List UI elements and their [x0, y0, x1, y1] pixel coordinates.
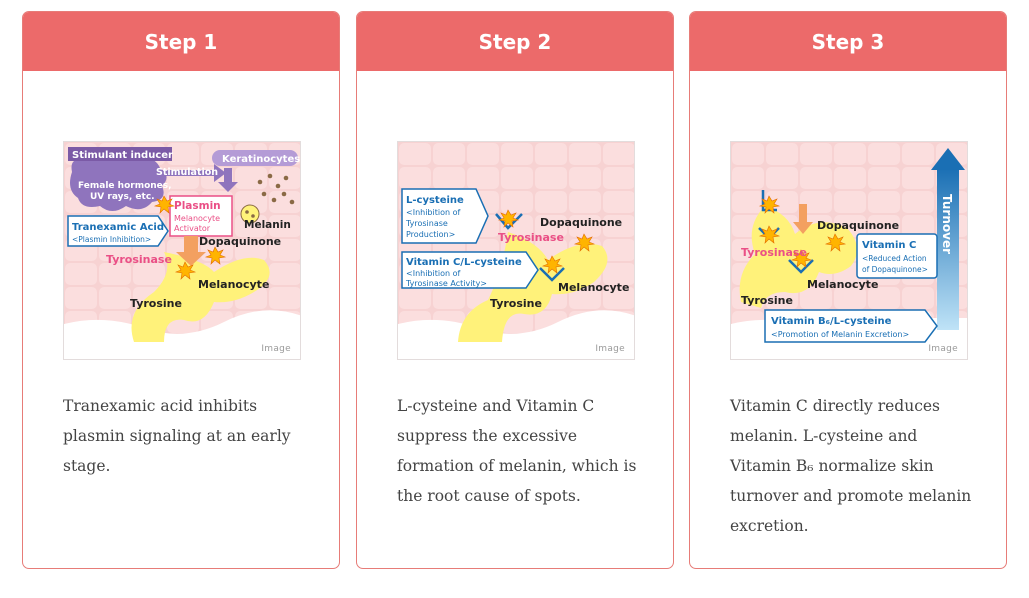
stimulant-inducer-label: Stimulant inducer	[72, 150, 173, 161]
inhibition-line-1: <Inhibition of	[406, 208, 460, 217]
image-label: Image	[928, 344, 958, 354]
melanin-diagram-step-3: Turnover Dopaquinone Tyrosinase Vitamin …	[731, 142, 967, 359]
tyrosine-label: Tyrosine	[130, 297, 182, 310]
step-header: Step 1	[23, 12, 339, 71]
reduced-line-2: of Dopaquinone>	[862, 265, 928, 274]
step-figure: Turnover Dopaquinone Tyrosinase Vitamin …	[730, 141, 968, 360]
promotion-label: <Promotion of Melanin Excretion>	[771, 330, 909, 339]
melanocyte-activator-line-2: Activator	[174, 224, 211, 233]
step-title: Step 3	[811, 29, 885, 54]
step-title: Step 2	[478, 29, 552, 54]
melanocyte-label: Melanocyte	[807, 278, 878, 291]
uv-rays-label: UV rays, etc.	[90, 192, 155, 202]
tyrosinase-label: Tyrosinase	[106, 253, 172, 266]
female-hormones-label: Female hormones,	[78, 181, 172, 191]
melanocyte-activator-line-1: Melanocyte	[174, 214, 220, 223]
step-figure: Stimulant inducer Female hormones, UV ra…	[63, 141, 301, 360]
tyrosinase-label: Tyrosinase	[741, 246, 807, 259]
reduced-line-1: <Reduced Action	[862, 254, 927, 263]
inhibition-line-2: Tyrosinase	[405, 219, 448, 228]
melanocyte-label: Melanocyte	[558, 281, 629, 294]
step-description: Vitamin C directly reduces melanin. L-cy…	[730, 397, 972, 535]
inhibitor-marks	[495, 213, 565, 282]
image-label: Image	[595, 344, 625, 354]
melanin-dots	[257, 173, 295, 205]
spark-icons	[153, 195, 227, 280]
plasmin-label: Plasmin	[174, 200, 221, 212]
step-description: L-cysteine and Vitamin C suppress the ex…	[397, 397, 637, 505]
step-card-3: Step 3 Turnover	[689, 11, 1007, 569]
plasmin-inhibition-label: <Plasmin Inhibition>	[72, 235, 151, 244]
spark-icons	[497, 209, 596, 274]
step-card-1: Step 1 Stimulant inducer Female hormones…	[22, 11, 340, 569]
step-description: Tranexamic acid inhibits plasmin signali…	[63, 397, 291, 475]
step-title: Step 1	[144, 29, 218, 54]
stimulation-label: Stimulation	[156, 167, 218, 178]
inhibition-line-3: Production>	[406, 230, 455, 239]
dopaquinone-label: Dopaquinone	[540, 216, 622, 229]
activity-line-2: Tyrosinase Activity>	[405, 279, 487, 288]
vitamin-c-l-cysteine-label: Vitamin C/L-cysteine	[406, 257, 522, 268]
dopaquinone-label: Dopaquinone	[817, 219, 899, 232]
melanin-diagram-step-2: L-cysteine <Inhibition of Tyrosinase Pro…	[398, 142, 634, 359]
step-figure: L-cysteine <Inhibition of Tyrosinase Pro…	[397, 141, 635, 360]
step-header: Step 3	[690, 12, 1006, 71]
l-cysteine-label: L-cysteine	[406, 195, 464, 206]
keratinocytes-label: Keratinocytes	[222, 154, 300, 165]
spark-icons	[758, 195, 847, 268]
turnover-label: Turnover	[940, 194, 954, 254]
melanin-label: Melanin	[244, 219, 291, 231]
step-card-2: Step 2 L-cysteine <Inhibition of Tyrosin…	[356, 11, 674, 569]
melanin-diagram-step-1: Stimulant inducer Female hormones, UV ra…	[64, 142, 300, 359]
tyrosine-label: Tyrosine	[741, 294, 793, 307]
dopaquinone-label: Dopaquinone	[199, 235, 281, 248]
tranexamic-acid-label: Tranexamic Acid	[72, 222, 164, 233]
image-label: Image	[261, 344, 291, 354]
melanocyte-label: Melanocyte	[198, 278, 269, 291]
tyrosine-label: Tyrosine	[490, 297, 542, 310]
activity-line-1: <Inhibition of	[406, 269, 460, 278]
vitamin-c-label: Vitamin C	[862, 240, 916, 251]
vitamin-b6-label: Vitamin B₆/L-cysteine	[771, 316, 892, 327]
step-header: Step 2	[357, 12, 673, 71]
tyrosinase-label: Tyrosinase	[498, 231, 564, 244]
